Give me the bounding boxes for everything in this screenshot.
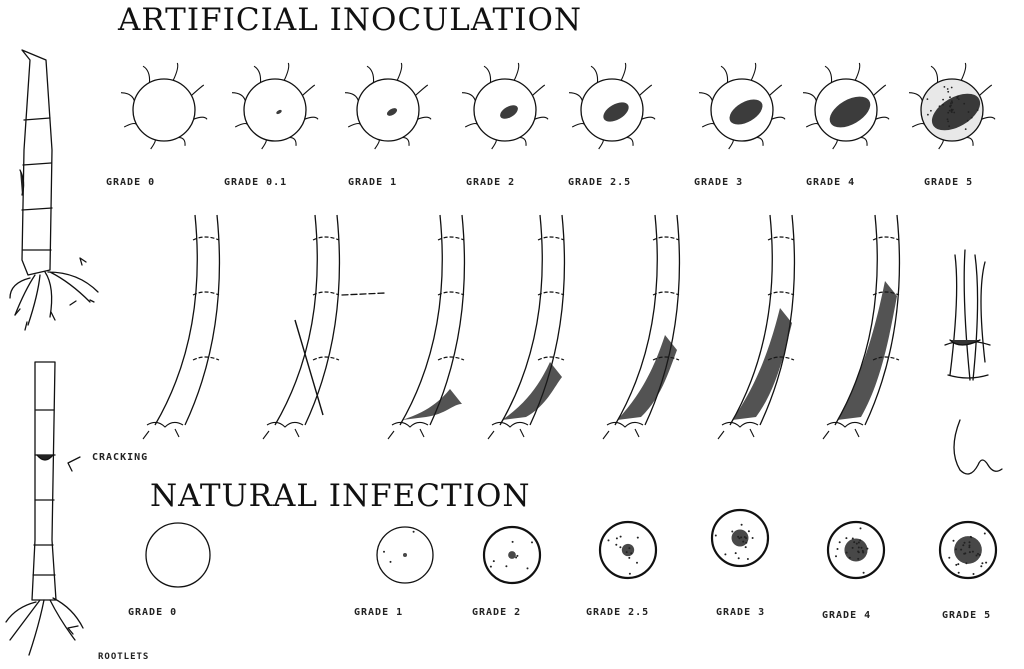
stem-segment: [718, 215, 794, 439]
artificial-grade-label: GRADE 0: [106, 177, 155, 188]
artificial-grade-label: GRADE 5: [924, 177, 973, 188]
cracking-label: CRACKING: [92, 452, 148, 463]
stem-segment: [488, 215, 564, 439]
root-cross-section: [803, 63, 889, 149]
artificial-grade-label: GRADE 2: [466, 177, 515, 188]
root-cross-section: [121, 63, 207, 149]
root-cross-section: [462, 63, 548, 149]
root-cross-section: [569, 63, 655, 149]
natural-cross-section: [828, 522, 884, 578]
left-stem-lower: [6, 362, 83, 655]
natural-grade-label: GRADE 2.5: [586, 607, 649, 618]
natural-grade-label: GRADE 4: [822, 610, 871, 621]
artificial-stem-segments: [143, 215, 899, 439]
natural-grade-label: GRADE 3: [716, 607, 765, 618]
artificial-grade-label: GRADE 3: [694, 177, 743, 188]
right-rootball: [945, 250, 990, 380]
natural-cross-section: [146, 523, 210, 587]
artificial-cross-sections: [121, 63, 995, 149]
stem-segment: [388, 215, 464, 439]
left-stem-upper: [10, 50, 98, 330]
rootlets-label: ROOTLETS: [98, 652, 149, 662]
stem-segment: [603, 215, 679, 439]
artificial-grade-label: GRADE 0.1: [224, 177, 287, 188]
natural-cross-section: [712, 510, 768, 566]
natural-cross-sections: [146, 510, 996, 587]
stem-segment: [143, 215, 219, 439]
natural-cross-section: [484, 527, 540, 583]
root-cross-section: [345, 63, 431, 149]
stem-segment: [263, 215, 339, 439]
stem-segment: [823, 215, 899, 439]
root-cross-section: [699, 63, 785, 149]
root-cross-section: [232, 63, 318, 149]
artificial-grade-label: GRADE 1: [348, 177, 397, 188]
natural-cross-section: [940, 522, 996, 578]
artificial-grade-label: GRADE 4: [806, 177, 855, 188]
natural-grade-label: GRADE 1: [354, 607, 403, 618]
natural-grade-label: GRADE 2: [472, 607, 521, 618]
title-artificial-inoculation: ARTIFICIAL INOCULATION: [118, 2, 582, 38]
natural-cross-section: [600, 522, 656, 578]
title-natural-infection: NATURAL INFECTION: [150, 478, 530, 514]
signature: [954, 420, 1002, 474]
natural-grade-label: GRADE 0: [128, 607, 177, 618]
artificial-grade-label: GRADE 2.5: [568, 177, 631, 188]
natural-cross-section: [377, 527, 433, 583]
natural-grade-label: GRADE 5: [942, 610, 991, 621]
root-cross-section: [909, 63, 995, 149]
